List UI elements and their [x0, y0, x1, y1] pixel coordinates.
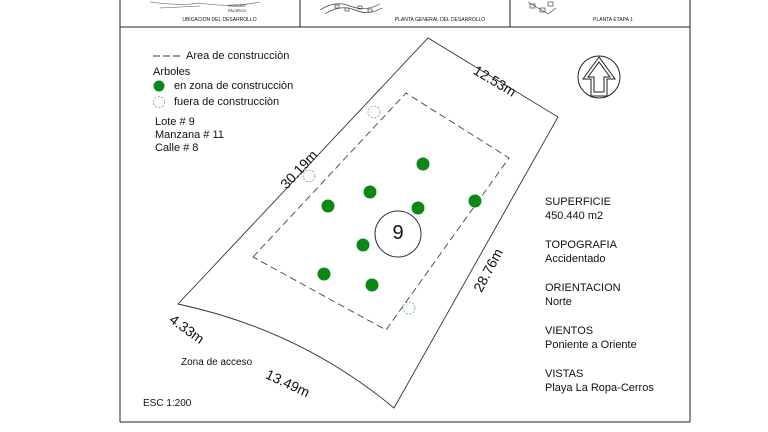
- street-label: Calle # 8: [155, 142, 199, 154]
- lot-boundary: [177, 37, 559, 409]
- trees-outside: [302, 105, 416, 315]
- location-map-thumbnail: [149, 1, 261, 9]
- tree-outside: [367, 105, 381, 119]
- lot-number-circle: [374, 210, 422, 258]
- scale-label: ESC 1:200: [143, 398, 192, 409]
- stage-plan-caption: PLANTA ETAPA 1: [593, 17, 633, 23]
- access-zone-label: Zona de acceso: [181, 357, 253, 368]
- spec-winds-label: VIENTOS: [545, 325, 594, 337]
- general-plan-thumbnail: [319, 3, 383, 15]
- ocean-label-2: PACIFICO: [227, 8, 247, 13]
- spec-surface-label: SUPERFICIE: [545, 196, 612, 208]
- spec-orientation-value: Norte: [545, 296, 572, 308]
- spec-surface-value: 450.440 m2: [545, 210, 604, 222]
- block-label: Manzana # 11: [155, 129, 224, 141]
- tree-outside: [402, 301, 416, 315]
- construction-area-outline: [252, 92, 510, 331]
- tree-inside: [317, 267, 331, 281]
- tree-inside: [363, 185, 377, 199]
- general-plan-caption: PLANTA GENERAL DEL DESARROLLO: [394, 17, 486, 23]
- location-caption: UBICACION DEL DESARROLLO: [182, 17, 257, 23]
- tree-inside: [416, 157, 430, 171]
- legend-tree-inside-marker: [153, 80, 165, 92]
- lot-label: Lote # 9: [155, 116, 195, 128]
- ocean-label-1: OCEANO: [228, 3, 246, 8]
- tree-inside: [321, 199, 335, 213]
- trees-inside: [317, 157, 482, 292]
- spec-topography-label: TOPOGRAFIA: [545, 239, 617, 251]
- lot-number: 9: [392, 222, 404, 244]
- tree-inside: [411, 201, 425, 215]
- tree-inside: [468, 194, 482, 208]
- tree-inside: [356, 238, 370, 252]
- tree-inside: [365, 278, 379, 292]
- stage-plan-thumbnail: [527, 1, 557, 15]
- spec-topography-value: Accidentado: [545, 253, 606, 265]
- legend-construction-area: Area de construcciòn: [186, 50, 290, 62]
- spec-winds-value: Poniente a Oriente: [545, 339, 637, 351]
- tree-outside: [302, 169, 316, 183]
- spec-orientation-label: ORIENTACION: [545, 282, 621, 294]
- legend-trees-outside: fuera de construcciòn: [174, 96, 280, 108]
- north-arrow-icon: [577, 55, 621, 99]
- legend-trees-heading: Arboles: [153, 66, 191, 78]
- spec-views-label: VISTAS: [545, 368, 584, 380]
- legend-trees-inside: en zona de construcciòn: [174, 80, 294, 92]
- legend-tree-outside-marker: [153, 96, 165, 108]
- spec-views-value: Playa La Ropa-Cerros: [545, 382, 654, 394]
